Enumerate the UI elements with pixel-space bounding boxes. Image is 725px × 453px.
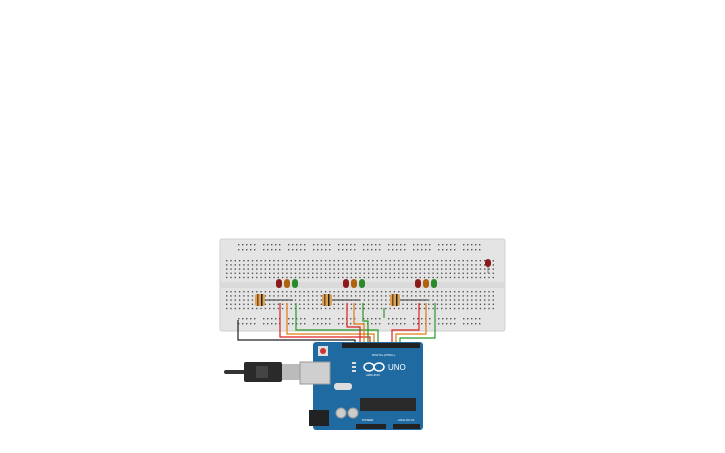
resistors (255, 294, 428, 306)
wire-orange-1 (286, 303, 375, 347)
resistor-3 (390, 294, 400, 306)
led-orange-1[interactable] (284, 279, 290, 288)
wire-orange-3 (395, 303, 427, 347)
usb-jack (299, 361, 331, 385)
board-name: UNO (388, 363, 406, 372)
usb-cable (224, 362, 302, 382)
led-green-1[interactable] (292, 279, 298, 288)
wire-green-1 (295, 303, 379, 347)
digital-label: DIGITAL (PWM~) (372, 353, 395, 357)
resistor-2 (322, 294, 332, 306)
wire-red-3 (391, 303, 420, 347)
microcontroller-chip (360, 398, 416, 411)
led-green-3[interactable] (431, 279, 437, 288)
led-orange-3[interactable] (423, 279, 429, 288)
led-orange-2[interactable] (351, 279, 357, 288)
wire-green-2 (362, 303, 369, 347)
analog-label: ANALOG IN (398, 418, 414, 422)
arduino-logo-icon (363, 362, 385, 372)
led-red-2[interactable] (343, 279, 349, 288)
analog-header (393, 424, 420, 429)
wire-orange-2 (353, 303, 365, 347)
power-jack (309, 410, 329, 426)
power-header (356, 424, 386, 429)
digital-header (342, 343, 420, 348)
led-red-3[interactable] (415, 279, 421, 288)
led-single-red[interactable] (485, 259, 491, 273)
power-label: POWER (362, 418, 374, 422)
led-array (276, 279, 437, 288)
arduino-uno-board[interactable]: UNO DIGITAL (PWM~) POWER ANALOG IN ARDUI… (299, 342, 423, 430)
resistor-1 (255, 294, 265, 306)
brand-label: ARDUINO (366, 373, 381, 377)
wire-red-2 (346, 303, 361, 347)
led-green-2[interactable] (359, 279, 365, 288)
led-red-1[interactable] (276, 279, 282, 288)
